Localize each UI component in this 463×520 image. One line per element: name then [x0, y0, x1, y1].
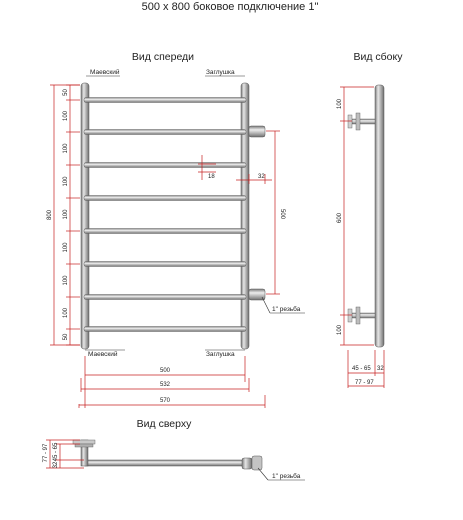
dim-connection-distance: 500 [279, 209, 285, 220]
rung-5 [83, 228, 247, 234]
side-dim-depth1: 45 - 65 [352, 366, 371, 372]
dim-width-532: 532 [160, 382, 171, 388]
dim-segment-9: 50 [63, 333, 69, 340]
top-view-rung [84, 459, 246, 467]
dim-width-500: 500 [160, 368, 171, 374]
dim-segment-7: 100 [63, 275, 69, 286]
top-view-connection [251, 455, 263, 471]
dim-segment-8: 100 [63, 307, 69, 318]
side-view: 100 600 100 45 - 65 32 77 - 97 [337, 84, 385, 388]
rung-4 [83, 195, 247, 201]
label-plug-bottom: Заглушка [206, 351, 235, 358]
label-thread-front: 1" резьба [272, 305, 301, 313]
front-view: Маевский Заглушка Маевский Заглушка 1" р… [47, 68, 305, 408]
dim-segment-1: 50 [63, 89, 69, 96]
rungs [83, 97, 247, 332]
top-view-heading: Вид сверху [137, 418, 192, 430]
side-dim-depth3: 77 - 97 [355, 380, 374, 386]
dim-width-570: 570 [160, 398, 171, 404]
side-dim-top: 100 [337, 98, 343, 109]
dim-tube-offset: 32 [258, 174, 265, 180]
top-view: 1" резьба 77 - 97 45 - 65 32 [43, 439, 305, 481]
dim-segment-5: 100 [63, 209, 69, 220]
left-upright [80, 82, 90, 350]
side-dim-depth2: 32 [377, 366, 384, 372]
dim-segment-6: 100 [63, 242, 69, 253]
side-dim-middle: 600 [337, 212, 343, 223]
rung-2 [83, 129, 247, 135]
side-view-heading: Вид сбоку [354, 51, 404, 63]
top-dim-b: 45 - 65 [53, 442, 59, 461]
label-mayevsky-top: Маевский [90, 68, 120, 76]
drawing-title: 500 x 800 боковое подключение 1" [142, 1, 319, 13]
dim-total-height: 800 [47, 209, 53, 220]
top-dim-a: 77 - 97 [43, 443, 49, 462]
label-thread-top: 1" резьба [272, 472, 301, 480]
side-upright [374, 84, 385, 348]
upper-side-connection [248, 125, 266, 138]
height-segments: 50 100 100 100 100 100 100 100 50 [63, 84, 80, 346]
lower-side-connection [248, 288, 266, 301]
rung-8 [83, 326, 247, 332]
rung-3 [83, 162, 247, 168]
label-mayevsky-bottom: Маевский [88, 350, 118, 358]
dim-segment-4: 100 [63, 176, 69, 187]
rung-6 [83, 261, 247, 267]
side-dim-bottom: 100 [337, 324, 343, 335]
rung-7 [83, 294, 247, 300]
right-upright [240, 82, 250, 350]
label-plug-top: Заглушка [206, 69, 235, 76]
rung-1 [83, 97, 247, 103]
dim-segment-3: 100 [63, 143, 69, 154]
front-view-heading: Вид спереди [132, 51, 194, 63]
dim-rung-gap: 18 [208, 174, 215, 180]
dim-segment-2: 100 [63, 110, 69, 121]
top-dim-c: 32 [53, 461, 59, 468]
